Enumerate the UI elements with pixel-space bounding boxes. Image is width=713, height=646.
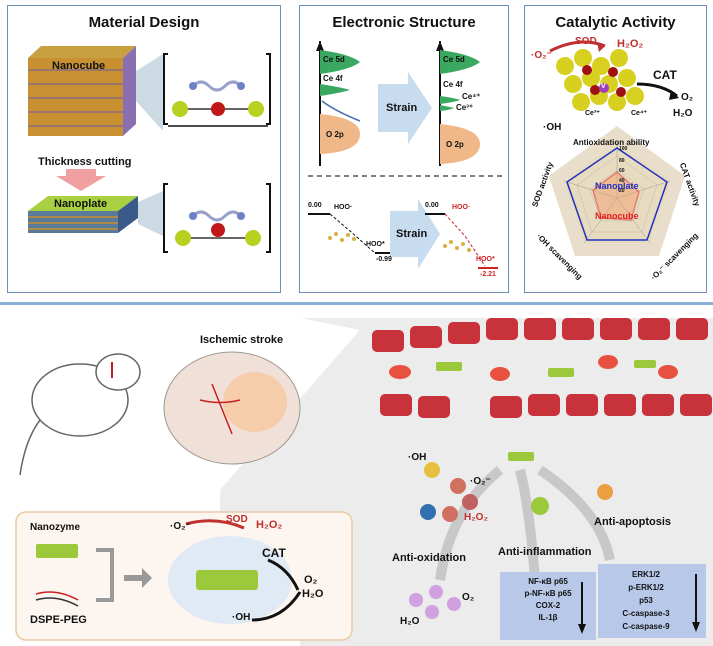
catalytic-activity-title: Catalytic Activity (555, 14, 676, 31)
hoo-star-right-label: HOO* (476, 256, 495, 263)
lattice-strained (168, 80, 268, 127)
ce4f-left-label: Ce 4f (323, 74, 343, 83)
radar-chart (549, 126, 685, 256)
ce3plus-label: Ce³⁺ (456, 103, 474, 112)
nanocube-illustration (28, 46, 163, 136)
v-label: V (601, 83, 606, 90)
apoptosis-box (598, 564, 706, 638)
vessel-wall (372, 318, 712, 461)
marker-cox2: COX-2 (535, 601, 561, 610)
h2o2-label: H₂O₂ (617, 38, 644, 50)
ce3-label: Ce³⁺ (585, 110, 600, 117)
ce4plus-label: Ce⁴⁺ (462, 92, 481, 101)
hoo-star-left-label: HOO* (366, 241, 385, 248)
nanoplate-label: Nanoplate (54, 198, 108, 210)
brain-illustration (163, 351, 301, 465)
radar-tick-60: 60 (619, 168, 625, 174)
catalytic-activity-panel: Catalytic Activity (524, 5, 707, 293)
marker-p53: p53 (639, 596, 653, 605)
hoo-left-label: HOO· (334, 204, 353, 211)
bottom-h2o2-label: H₂O₂ (256, 519, 283, 531)
radar-tick-100: 100 (619, 146, 628, 152)
radar-tick-40: 40 (619, 178, 625, 184)
bottom-h2o-label: H₂O (302, 588, 324, 600)
ce4f-right-label: Ce 4f (443, 80, 463, 89)
marker-casp9: C-caspase-9 (622, 622, 670, 631)
zero-left-label: 0.00 (308, 202, 322, 209)
nanoplate-illustration (28, 191, 163, 236)
marker-il1b: IL-1β (538, 613, 558, 622)
material-design-panel: Material Design (7, 5, 281, 293)
marker-casp3: C-caspase-3 (622, 609, 670, 618)
val-right-label: -2.21 (480, 271, 496, 278)
o2p-right-label: O 2p (446, 140, 464, 149)
o2p-left-label: O 2p (326, 130, 344, 139)
inflammation-markers: NF-κB p65 p-NF-κB p65 COX-2 IL-1β (508, 576, 588, 624)
radar-title: Antioxidation ability (573, 138, 650, 147)
o2-label: O₂ (681, 92, 694, 103)
electronic-structure-panel: Electronic Structure Ce 5d Ce 4f O 2p St… (299, 5, 509, 293)
marker-perk: p-ERK1/2 (628, 583, 664, 592)
electronic-structure-title: Electronic Structure (332, 14, 476, 31)
material-design-title: Material Design (88, 14, 200, 31)
anti-apoptosis-label: Anti-apoptosis (594, 516, 671, 528)
thickness-cutting-label: Thickness cutting (38, 156, 132, 168)
strain-top-label: Strain (386, 102, 418, 114)
val-left-label: -0.99 (376, 256, 392, 263)
radar-tick-80: 80 (619, 158, 625, 164)
ce5d-left-label: Ce 5d (323, 55, 345, 64)
radar-nanocube-label: Nanocube (595, 211, 639, 221)
ischemic-stroke-label: Ischemic stroke (200, 334, 284, 346)
nanoplate-series (566, 147, 668, 241)
marker-pnfkb: p-NF-κB p65 (524, 589, 572, 598)
h2o-label: H₂O (673, 108, 693, 119)
bottom-cat-label: CAT (262, 546, 286, 560)
bottom-oh-label: ·OH (232, 612, 251, 623)
lattice-plate (175, 210, 261, 246)
section-divider (0, 302, 713, 305)
electronic-structure-art (308, 41, 502, 269)
mouse-illustration (19, 353, 141, 476)
ox-h2o2-label: H₂O₂ (464, 512, 488, 523)
ox-o2minus-label: ·O₂⁻ (470, 476, 491, 487)
radar-nanoplate-label: Nanoplate (595, 181, 639, 191)
ox-o2-label: O₂ (462, 592, 475, 603)
ox-h2o-label: H₂O (400, 616, 420, 627)
marker-nfkb: NF-κB p65 (528, 577, 568, 586)
marker-erk: ERK1/2 (631, 570, 660, 579)
bottom-o2minus-label: ·O₂⁻ (170, 521, 191, 532)
anti-oxidation-label: Anti-oxidation (392, 552, 466, 564)
nanozyme-label: Nanozyme (30, 522, 81, 533)
cutting-arrow (56, 169, 106, 191)
material-design-art (28, 46, 271, 253)
strain-bottom-label: Strain (396, 228, 428, 240)
ce5d-right-label: Ce 5d (443, 55, 465, 64)
bottom-sod-label: SOD (226, 514, 248, 525)
oh-label: ·OH (543, 122, 562, 133)
apoptosis-markers: ERK1/2 p-ERK1/2 p53 C-caspase-3 C-caspas… (602, 568, 690, 633)
hoo-right-label: HOO· (452, 204, 471, 211)
ce4-label: Ce⁴⁺ (631, 110, 648, 117)
bottom-o2-label: O₂ (304, 574, 318, 586)
cat-o2minus-label: ·O₂⁻ (531, 50, 552, 61)
nanocube-label: Nanocube (52, 60, 106, 72)
anti-inflammation-label: Anti-inflammation (498, 546, 592, 558)
cat-label: CAT (653, 68, 677, 82)
dspe-peg-label: DSPE-PEG (30, 614, 87, 626)
radar-tick-20: 20 (619, 188, 625, 194)
ceria-lattice (556, 49, 644, 111)
ox-oh-label: ·OH (408, 452, 427, 463)
catalytic-art (549, 40, 685, 256)
nanocube-series (592, 171, 640, 221)
sod-label: SOD (575, 36, 597, 47)
zero-right-label: 0.00 (425, 202, 439, 209)
